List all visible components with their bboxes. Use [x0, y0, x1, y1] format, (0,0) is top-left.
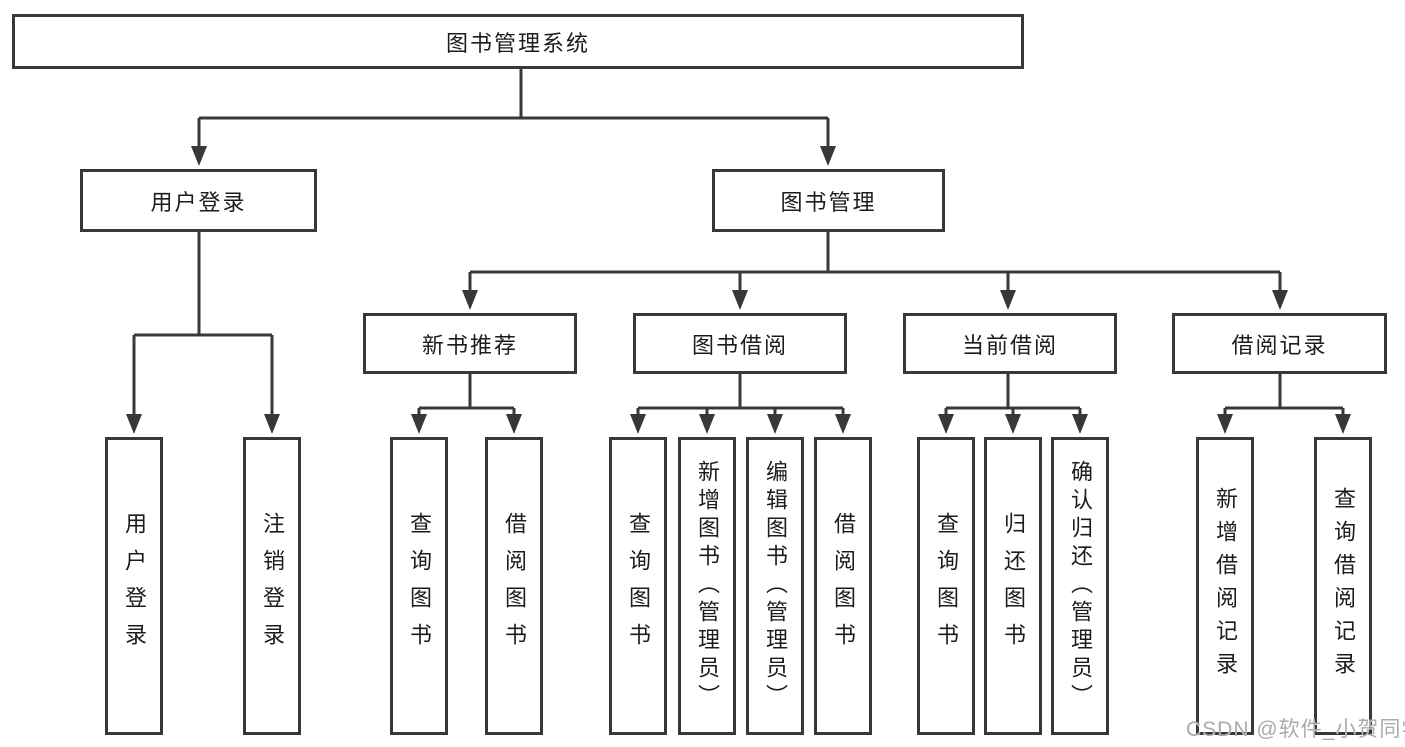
- csdn-watermark: CSDN @软件_小贺同学: [1186, 718, 1405, 741]
- node-current-borrowing: 当前借阅: [903, 313, 1117, 374]
- leaf-label: 新增图书（管理员）: [695, 460, 720, 712]
- node-label: 当前借阅: [961, 332, 1058, 358]
- arrowhead-icon: [630, 414, 646, 434]
- leaf-label: 注销登录: [260, 512, 285, 660]
- arrowhead-icon: [1272, 290, 1288, 310]
- leaf-label: 查询图书: [626, 512, 651, 660]
- node-new-book-recommend: 新书推荐: [363, 313, 577, 374]
- leaf-query-book: 查询图书: [390, 437, 448, 735]
- arrowhead-icon: [1000, 290, 1016, 310]
- leaf-edit-book-admin: 编辑图书（管理员）: [746, 437, 804, 735]
- node-borrowing-records: 借阅记录: [1172, 313, 1387, 374]
- arrowhead-icon: [732, 290, 748, 310]
- node-user-login: 用户登录: [80, 169, 317, 232]
- leaf-label: 借阅图书: [831, 512, 856, 660]
- leaf-user-login: 用户登录: [105, 437, 163, 735]
- leaf-label: 归还图书: [1001, 512, 1026, 660]
- node-label: 用户登录: [150, 189, 247, 215]
- node-book-management: 图书管理: [712, 169, 945, 232]
- node-label: 新书推荐: [421, 332, 518, 358]
- node-label: 图书管理: [780, 189, 877, 215]
- arrowhead-icon: [126, 414, 142, 434]
- leaf-borrow-book: 借阅图书: [814, 437, 872, 735]
- node-label: 图书管理系统: [445, 30, 590, 56]
- leaf-label: 查询借阅记录: [1331, 487, 1356, 685]
- arrowhead-icon: [820, 146, 836, 166]
- leaf-label: 查询图书: [407, 512, 432, 660]
- arrowhead-icon: [1217, 414, 1233, 434]
- arrowhead-icon: [506, 414, 522, 434]
- leaf-label: 确认归还（管理员）: [1068, 460, 1093, 712]
- leaf-add-borrow-record: 新增借阅记录: [1196, 437, 1254, 735]
- leaf-query-book: 查询图书: [917, 437, 975, 735]
- leaf-label: 查询图书: [934, 512, 959, 660]
- node-library-system: 图书管理系统: [12, 14, 1024, 69]
- leaf-borrow-book: 借阅图书: [485, 437, 543, 735]
- arrowhead-icon: [767, 414, 783, 434]
- node-label: 图书借阅: [691, 332, 788, 358]
- arrowhead-icon: [938, 414, 954, 434]
- arrowhead-icon: [411, 414, 427, 434]
- arrowhead-icon: [1072, 414, 1088, 434]
- leaf-return-book: 归还图书: [984, 437, 1042, 735]
- arrowhead-icon: [699, 414, 715, 434]
- arrowhead-icon: [462, 290, 478, 310]
- arrowhead-icon: [264, 414, 280, 434]
- arrowhead-icon: [1005, 414, 1021, 434]
- leaf-logout: 注销登录: [243, 437, 301, 735]
- leaf-label: 借阅图书: [502, 512, 527, 660]
- leaf-confirm-return-admin: 确认归还（管理员）: [1051, 437, 1109, 735]
- node-book-borrowing: 图书借阅: [633, 313, 847, 374]
- leaf-label: 新增借阅记录: [1213, 487, 1238, 685]
- leaf-label: 编辑图书（管理员）: [763, 460, 788, 712]
- arrowhead-icon: [191, 146, 207, 166]
- node-label: 借阅记录: [1231, 332, 1328, 358]
- leaf-query-borrow-record: 查询借阅记录: [1314, 437, 1372, 735]
- arrowhead-icon: [1335, 414, 1351, 434]
- leaf-query-book: 查询图书: [609, 437, 667, 735]
- leaf-label: 用户登录: [122, 512, 147, 660]
- arrowhead-icon: [835, 414, 851, 434]
- leaf-add-book-admin: 新增图书（管理员）: [678, 437, 736, 735]
